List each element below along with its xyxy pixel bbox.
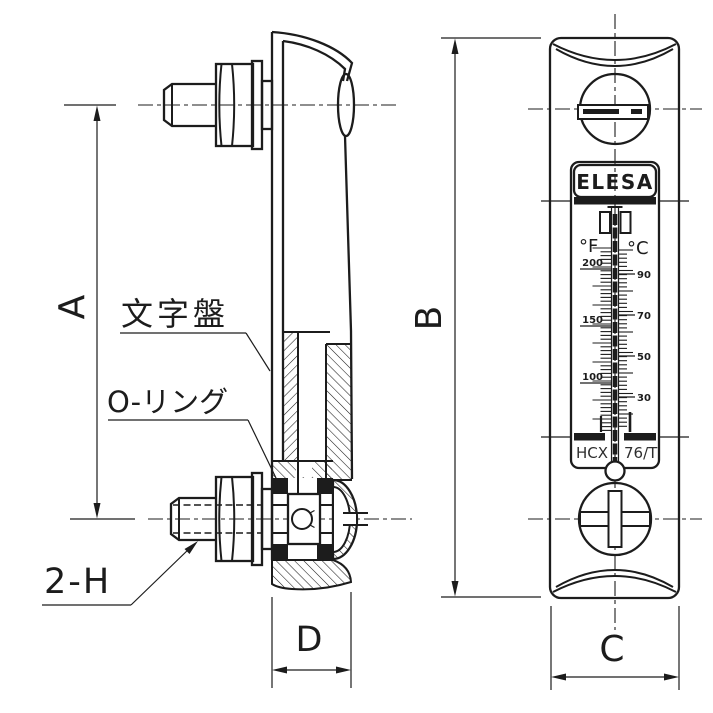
model-text-right: 76/T	[624, 444, 658, 462]
front-view: ELESA HCX 76/T °F °C 200 150 100	[409, 14, 702, 690]
brand-logo: ELESA	[576, 170, 653, 194]
gauge-body	[541, 36, 689, 600]
center-lines	[64, 104, 412, 520]
dim-a-label: A	[52, 294, 93, 319]
c-scale-90: 90	[637, 270, 651, 281]
tube-clip-right	[619, 211, 632, 234]
fahrenheit-scale: 200 150 100	[580, 247, 612, 432]
leader-dial-face: 文字盤	[120, 295, 271, 372]
dial-face-label: 文字盤	[121, 295, 229, 333]
f-scale-150: 150	[582, 315, 603, 326]
thermometer: °F °C 200 150 100 90 70 50 30	[579, 206, 651, 482]
o-ring-upper-left	[272, 478, 288, 494]
dimension-c: C	[550, 606, 680, 690]
dimension-d: D	[271, 592, 352, 688]
lower-bolt-boss	[260, 487, 274, 551]
o-ring-label: O-リング	[107, 385, 228, 419]
lower-level-bar-left	[574, 433, 605, 441]
c-scale-30: 30	[637, 393, 651, 404]
f-tick-comb	[592, 247, 612, 431]
c-scale-50: 50	[637, 352, 651, 363]
celsius-symbol: °C	[627, 238, 649, 259]
leader-o-ring: O-リング	[107, 385, 277, 479]
o-ring-lower-left	[272, 544, 288, 560]
section-view: A D 文字盤 O-リング 2-H	[42, 30, 412, 688]
lower-mounting-bolt	[169, 471, 274, 567]
upper-mounting-bolt	[162, 59, 274, 151]
indicator-panel: ELESA HCX 76/T	[569, 160, 661, 470]
o-ring-upper-right	[317, 478, 333, 494]
dim-c-label: C	[599, 629, 624, 670]
c-tick-comb	[618, 249, 633, 427]
lower-level-bar-right	[624, 433, 656, 441]
bottom-fitting	[271, 478, 368, 591]
upper-level-bar	[574, 197, 656, 205]
column-section-hatch	[272, 331, 352, 494]
plug-core	[286, 492, 322, 546]
leader-mounting-holes: 2-H	[42, 541, 198, 606]
c-scale-70: 70	[637, 311, 651, 322]
dim-d-label: D	[296, 620, 323, 660]
upper-bolt-boss	[260, 79, 274, 131]
mounting-holes-label: 2-H	[44, 562, 111, 602]
celsius-scale: 90 70 50 30	[618, 249, 651, 432]
bottom-screw	[577, 481, 653, 557]
tube-clip-left	[599, 211, 611, 234]
body-outline	[548, 36, 681, 600]
fahrenheit-symbol: °F	[579, 236, 598, 257]
top-edge-profile	[271, 30, 356, 480]
dimension-b: B	[409, 37, 541, 598]
dimension-a: A	[52, 105, 101, 519]
top-screw	[577, 72, 652, 146]
level-window-marks	[541, 200, 689, 438]
f-scale-100: 100	[582, 372, 603, 383]
thermometer-bulb	[604, 460, 626, 482]
bottom-cap	[271, 559, 353, 591]
oil-passage-hole	[291, 508, 313, 530]
bottom-screw-slot-v	[607, 490, 623, 548]
o-ring-lower-right	[317, 544, 333, 560]
dim-b-label: B	[409, 306, 450, 331]
model-text-left: HCX	[576, 444, 608, 462]
f-scale-200: 200	[582, 258, 603, 269]
